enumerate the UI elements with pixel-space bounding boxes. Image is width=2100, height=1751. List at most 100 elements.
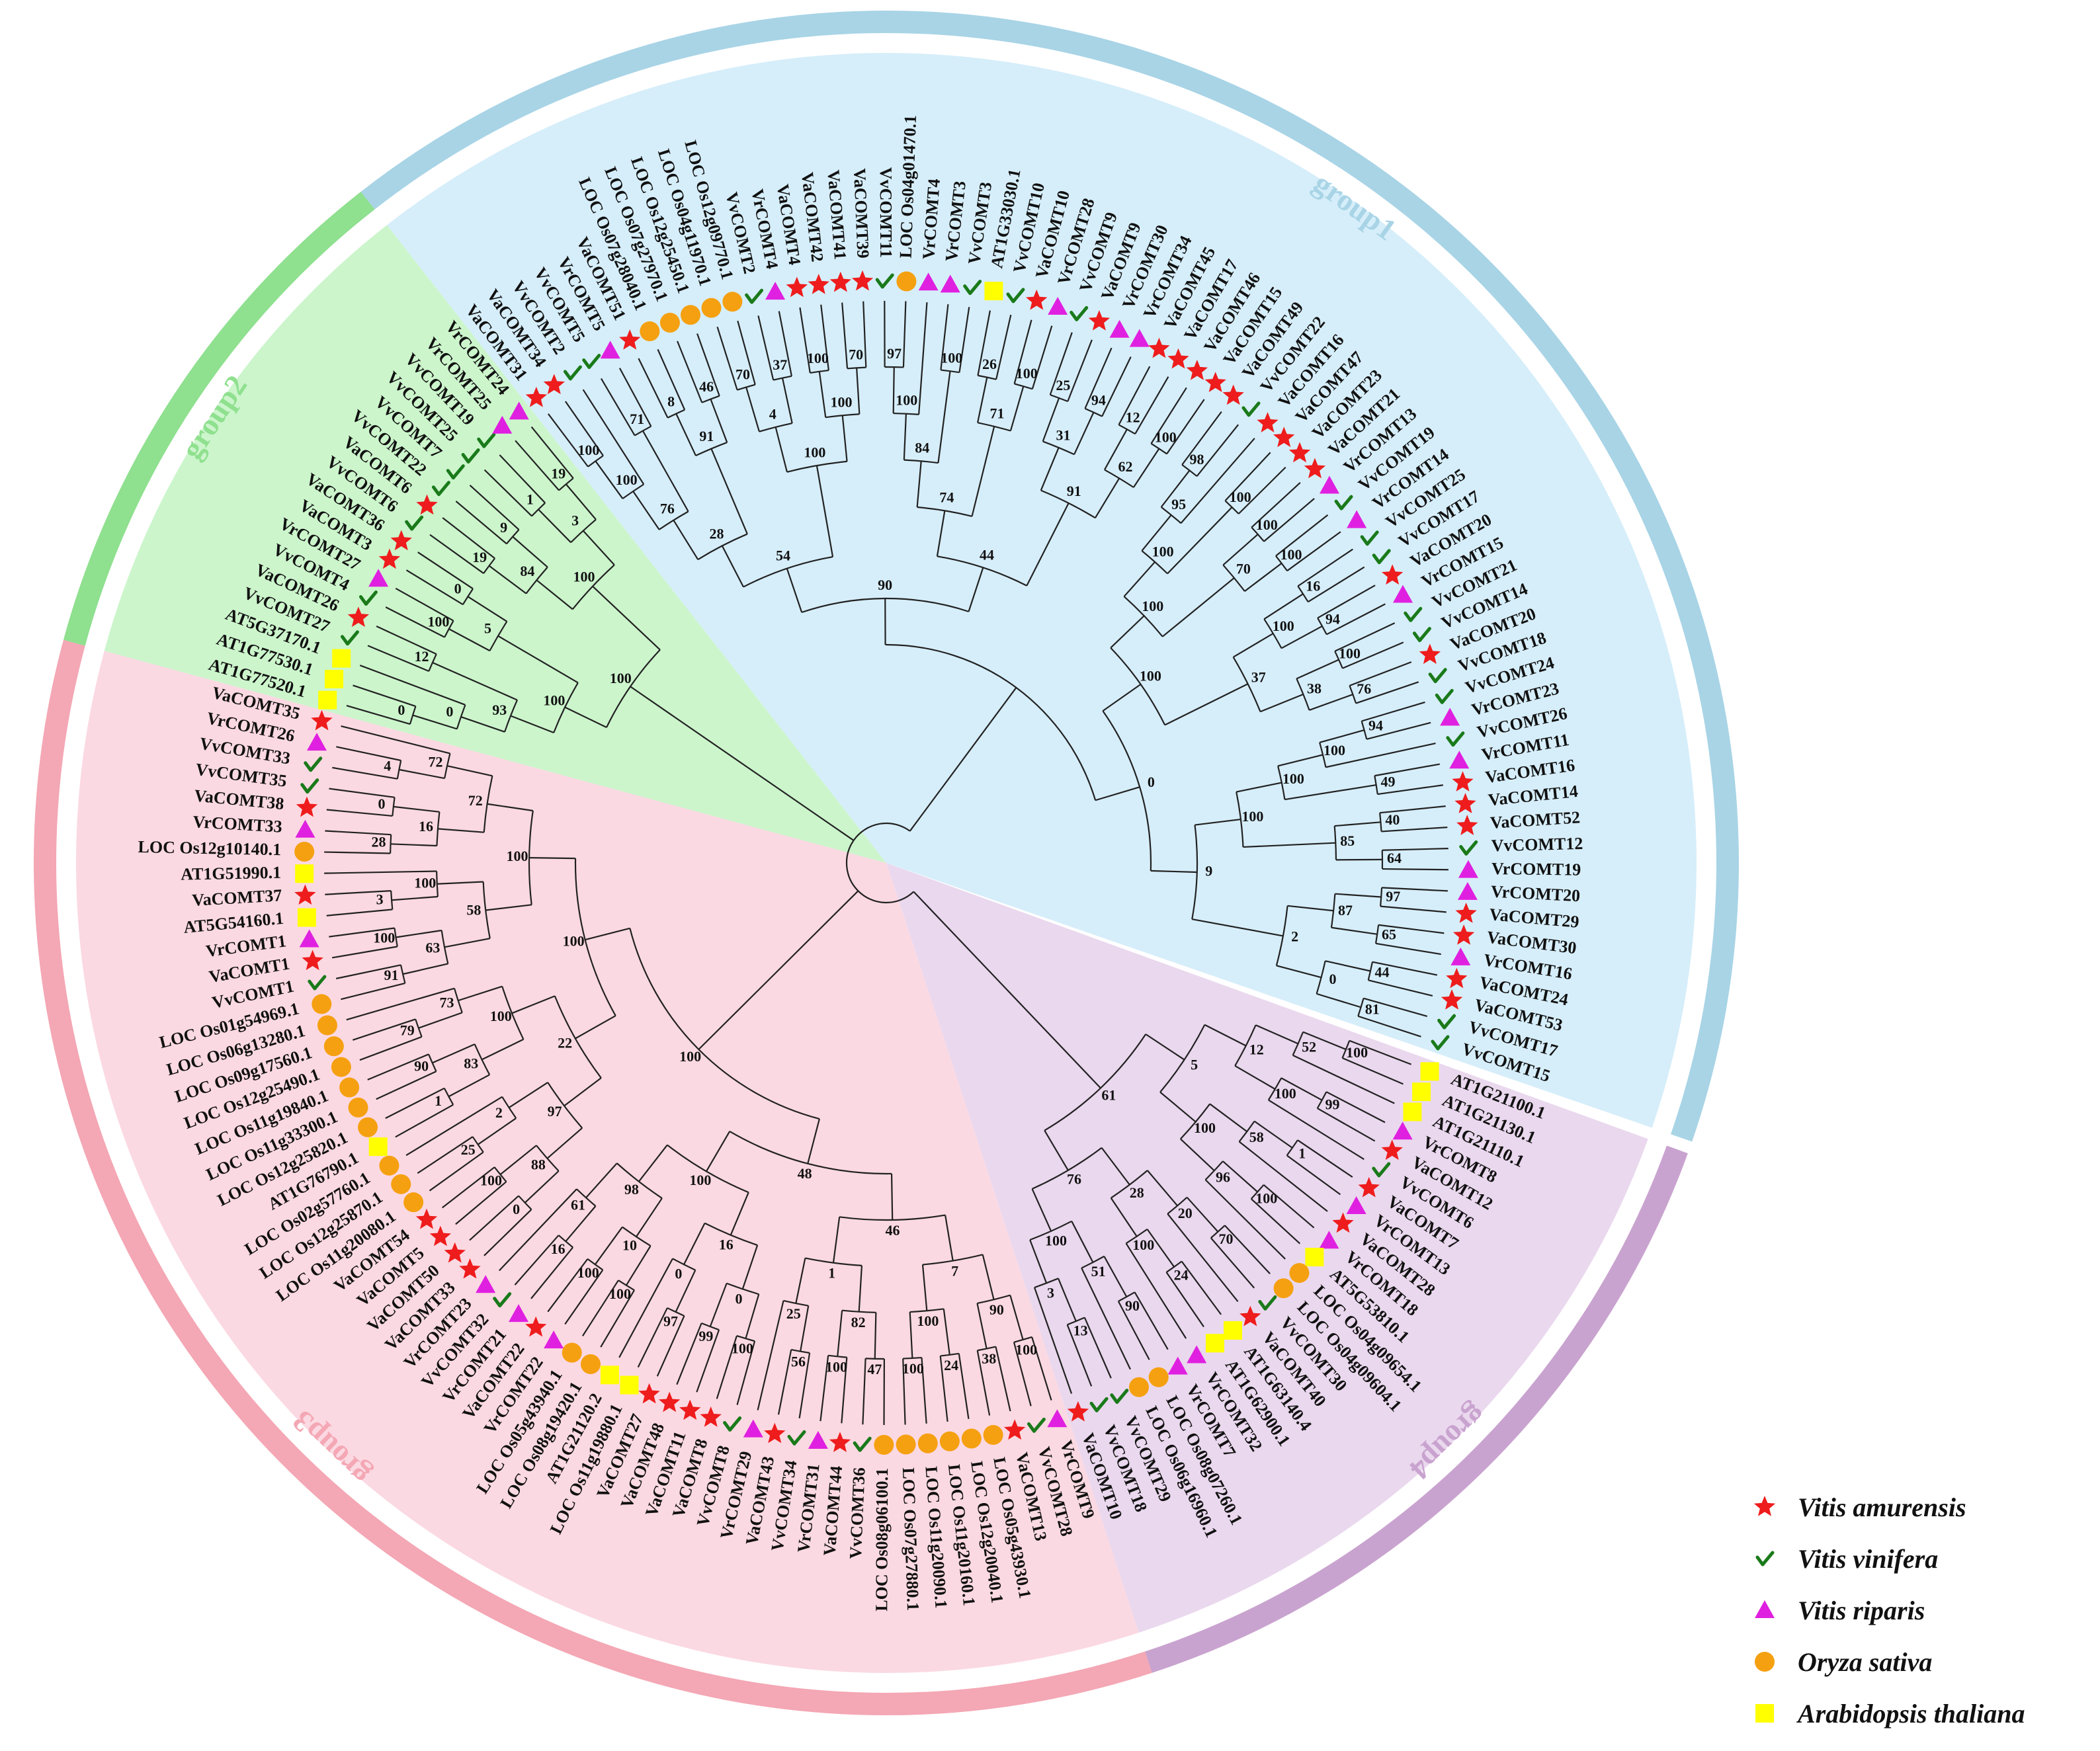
bootstrap-value: 12 (1249, 1041, 1264, 1058)
branch (741, 1244, 759, 1289)
bootstrap-value: 100 (1323, 742, 1345, 758)
branch-arc (618, 1280, 635, 1291)
branch (1342, 641, 1404, 669)
branch-arc (558, 1235, 573, 1248)
branch (585, 927, 630, 941)
green-check-icon (563, 365, 582, 381)
branch (565, 1205, 597, 1242)
branch (1243, 842, 1336, 848)
branch-arc (1367, 961, 1373, 981)
branch (1192, 918, 1284, 937)
bootstrap-value: 81 (1365, 1001, 1380, 1018)
branch (1363, 997, 1428, 1018)
red-star-icon (1167, 348, 1189, 369)
branch-arc (1167, 1196, 1188, 1215)
green-check-icon (431, 481, 450, 497)
branch-arc (489, 621, 508, 651)
branch (939, 1356, 948, 1422)
branch-arc (1330, 893, 1336, 928)
orange-circle-icon (358, 1117, 378, 1137)
red-star-icon (1003, 1419, 1026, 1440)
bootstrap-value: 88 (531, 1157, 546, 1173)
branch (1325, 742, 1436, 768)
branch (673, 520, 699, 560)
branch (497, 635, 579, 684)
branch-arc (801, 597, 969, 614)
branch (1382, 887, 1449, 892)
bootstrap-value: 100 (373, 929, 395, 946)
branch (324, 870, 437, 874)
branch (1334, 821, 1381, 827)
bootstrap-value: 2 (495, 1104, 503, 1121)
bootstrap-value: 44 (1375, 963, 1390, 980)
branch (536, 579, 573, 610)
branch-arc (428, 653, 437, 672)
magenta-triangle-icon (1440, 708, 1460, 726)
bootstrap-value: 100 (1140, 668, 1161, 684)
bootstrap-value: 5 (484, 620, 491, 637)
branch (781, 378, 793, 424)
branch (499, 454, 546, 504)
bootstrap-value: 12 (1126, 409, 1140, 426)
branch (800, 1305, 810, 1352)
green-check-icon (493, 1292, 512, 1308)
bootstrap-value: 100 (1132, 1237, 1154, 1253)
branch (677, 341, 703, 403)
bootstrap-value: 100 (1280, 546, 1302, 563)
green-check-icon (745, 288, 764, 304)
branch-arc (847, 366, 866, 370)
red-star-icon (415, 1208, 438, 1229)
tip-label: VrCOMT20 (1490, 882, 1581, 906)
bootstrap-value: 90 (878, 577, 892, 593)
magenta-triangle-icon (1048, 297, 1068, 315)
red-star-icon (1455, 902, 1477, 923)
magenta-triangle-icon (544, 1330, 564, 1349)
magenta-triangle-icon (808, 1430, 828, 1449)
branch-arc (1341, 1040, 1351, 1059)
branch (1167, 1213, 1239, 1302)
bootstrap-value: 0 (378, 795, 385, 812)
orange-circle-icon (312, 994, 332, 1014)
branch (778, 311, 792, 376)
yellow-square-icon (332, 649, 351, 668)
bootstrap-value: 90 (414, 1058, 429, 1075)
branch (1071, 1221, 1094, 1263)
branch (399, 768, 445, 780)
branch (396, 929, 442, 938)
branch (657, 348, 686, 411)
red-star-icon (1753, 1496, 1776, 1516)
branch (405, 1096, 503, 1157)
bootstrap-value: 72 (468, 792, 483, 809)
branch (1308, 566, 1365, 603)
branch (862, 301, 867, 368)
bootstrap-value: 4 (384, 758, 391, 774)
branch (412, 714, 458, 730)
branch-arc (667, 409, 685, 419)
bootstrap-value: 64 (1387, 850, 1402, 866)
green-check-icon (300, 778, 319, 794)
orange-circle-icon (1128, 1377, 1149, 1397)
branch (1263, 1184, 1315, 1229)
branch (1380, 905, 1447, 913)
green-check-icon (1755, 1551, 1775, 1567)
branch-arc (518, 1195, 532, 1210)
orange-circle-icon (294, 841, 315, 862)
branch-arc (570, 518, 597, 544)
branch (968, 567, 984, 612)
branch (341, 982, 405, 1000)
branch (385, 1087, 445, 1120)
bootstrap-value: 7 (951, 1262, 958, 1279)
bootstrap-value: 100 (804, 444, 825, 460)
branch-arc (853, 822, 911, 841)
green-check-icon (1070, 305, 1089, 321)
branch (353, 684, 416, 708)
branch (446, 765, 493, 777)
bootstrap-value: 48 (798, 1165, 812, 1182)
bootstrap-value: 100 (427, 614, 449, 630)
branch (367, 645, 429, 672)
branch (390, 843, 437, 847)
yellow-square-icon (295, 864, 314, 883)
branch (352, 1018, 416, 1041)
branch-arc (1250, 1184, 1265, 1200)
branch (510, 715, 554, 734)
